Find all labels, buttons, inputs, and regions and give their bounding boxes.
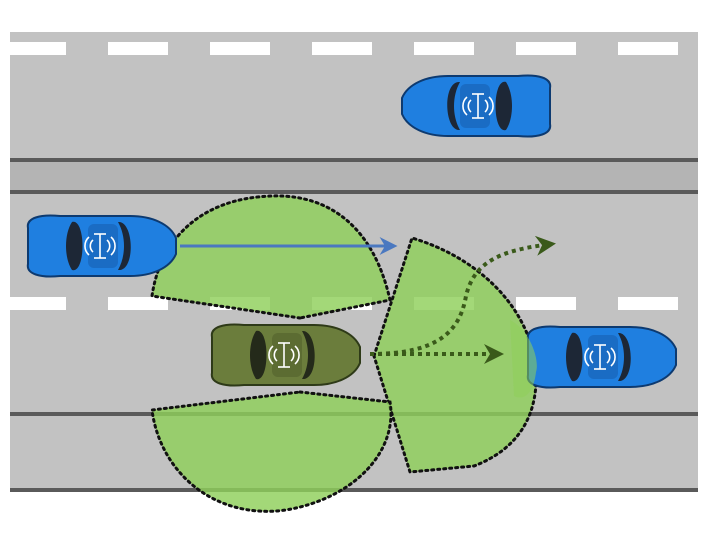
wireless-antenna-icon	[84, 233, 116, 259]
upper-road-edge	[10, 158, 698, 162]
connected-car-middle	[26, 214, 177, 278]
wireless-antenna-icon	[584, 344, 616, 370]
wireless-antenna-icon	[462, 93, 494, 119]
connected-car-top	[401, 74, 552, 138]
lane-dashes-top	[10, 42, 678, 55]
median-strip	[10, 162, 698, 190]
lower-road-edge-top	[10, 190, 698, 194]
ego-lane-change-arrow	[369, 235, 556, 356]
ego-car	[210, 323, 361, 387]
connected-car-lower	[526, 325, 677, 389]
sensor-zones	[150, 194, 538, 513]
sensor-overlap-tint	[510, 320, 537, 398]
bottom-edge	[10, 488, 698, 492]
ego-rear-right-sensor	[150, 390, 393, 513]
wireless-antenna-icon	[268, 342, 300, 368]
